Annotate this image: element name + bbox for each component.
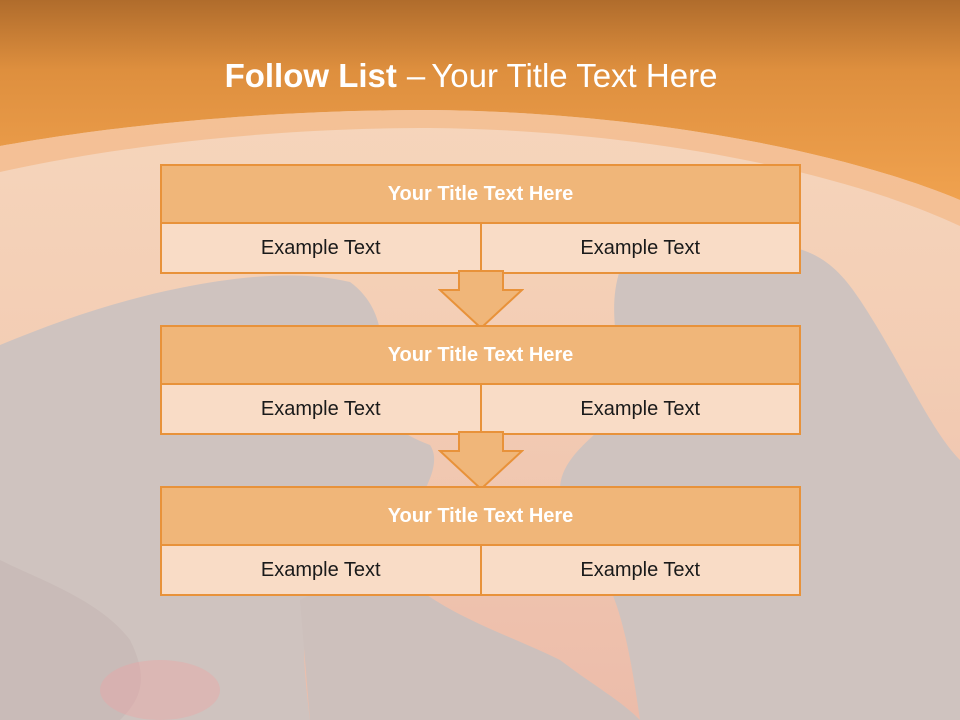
step-title[interactable]: Your Title Text Here [162, 166, 799, 224]
step-cell-right[interactable]: Example Text [479, 385, 800, 433]
slide-title: Follow List–Your Title Text Here [0, 54, 942, 98]
title-separator: – [406, 57, 426, 94]
step-title[interactable]: Your Title Text Here [162, 488, 799, 546]
down-arrow-icon [438, 270, 524, 330]
step-row: Example Text Example Text [162, 546, 799, 594]
step-cell-right[interactable]: Example Text [479, 224, 800, 272]
title-bold: Follow List [224, 57, 397, 94]
title-rest: Your Title Text Here [431, 57, 718, 94]
step-row: Example Text Example Text [162, 385, 799, 433]
flow-step-3: Your Title Text Here Example Text Exampl… [160, 486, 801, 596]
step-row: Example Text Example Text [162, 224, 799, 272]
flow-step-1: Your Title Text Here Example Text Exampl… [160, 164, 801, 274]
step-cell-left[interactable]: Example Text [260, 558, 381, 581]
step-cell-right[interactable]: Example Text [479, 546, 800, 594]
step-cell-left[interactable]: Example Text [260, 236, 381, 259]
step-title[interactable]: Your Title Text Here [162, 327, 799, 385]
flow-step-2: Your Title Text Here Example Text Exampl… [160, 325, 801, 435]
step-cell-left[interactable]: Example Text [260, 397, 381, 420]
down-arrow-icon [438, 431, 524, 491]
